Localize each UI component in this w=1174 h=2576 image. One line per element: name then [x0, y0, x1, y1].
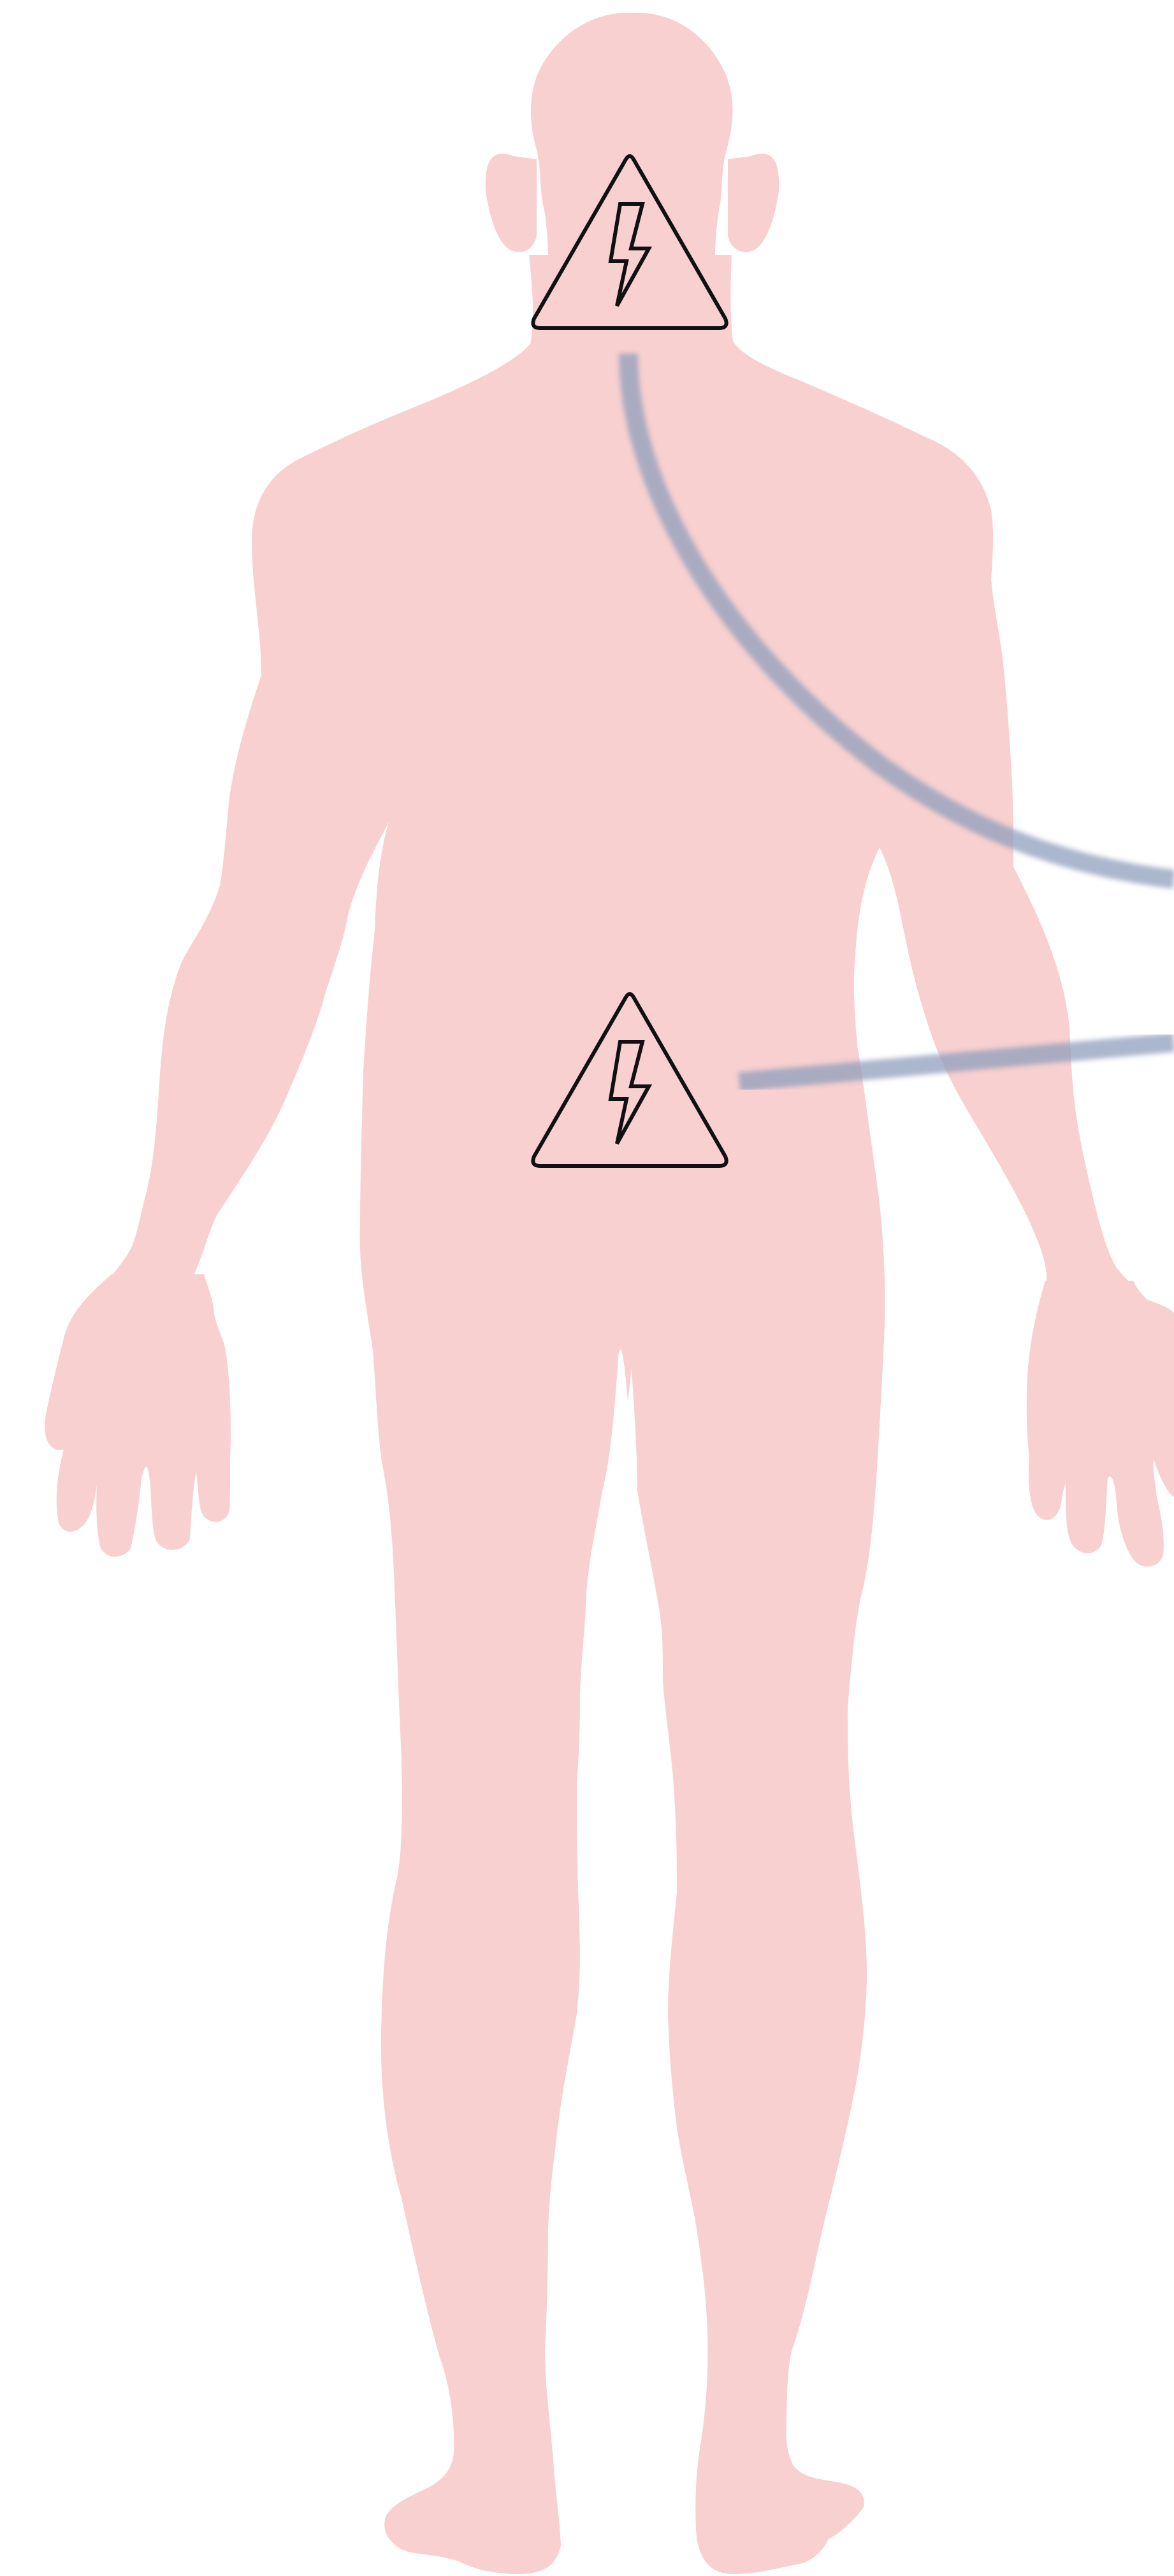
right-hand	[1027, 1281, 1174, 1567]
right-ear	[728, 154, 779, 252]
left-ear	[486, 154, 537, 252]
left-hand	[45, 1274, 231, 1557]
torso	[108, 255, 1134, 2574]
human-body-silhouette	[45, 13, 1174, 2574]
